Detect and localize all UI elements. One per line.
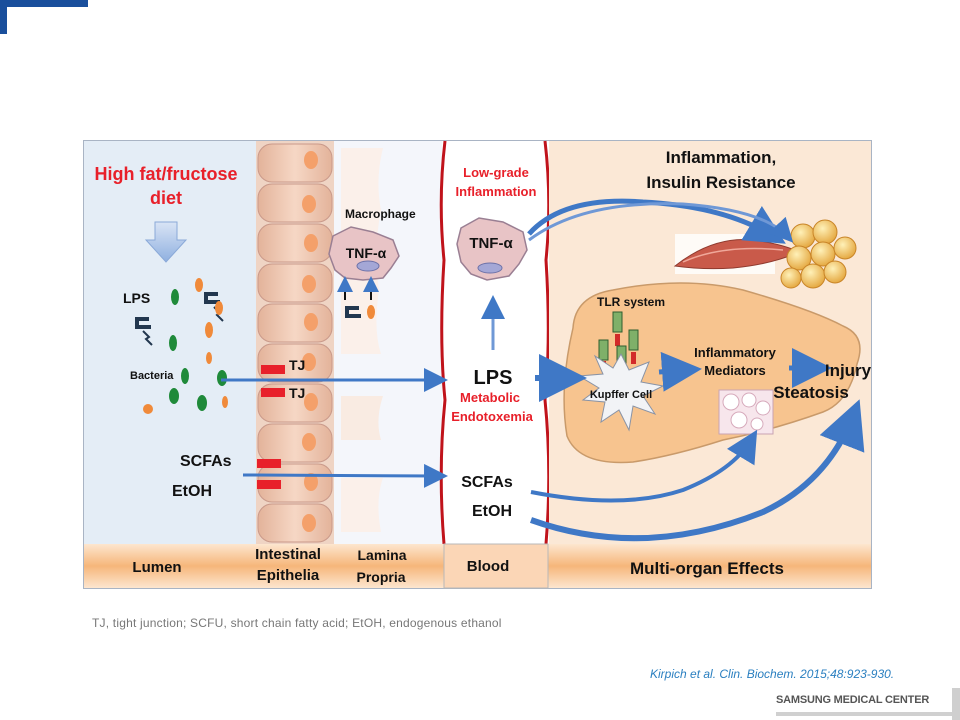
tlr-system-label: TLR system: [597, 295, 665, 309]
scfas-left-label: SCFAs: [180, 453, 232, 470]
lps-molecule-macrophage-icon: [345, 306, 361, 318]
fat-cells-icon: [780, 219, 857, 289]
low-grade-line2: Inflammation: [456, 184, 537, 199]
diet-label-line1: High fat/fructose: [94, 164, 237, 184]
scfa-transit-arrow: [242, 463, 448, 488]
tnf-to-muscle-arrow: [527, 198, 786, 244]
steatosis-tissue-icon: [718, 389, 774, 435]
tnf-to-fat-arrow: [528, 202, 794, 243]
etoh-to-steatosis-arrow: [529, 399, 865, 542]
blood-region: [444, 141, 547, 544]
mediators-line1: Inflammatory: [694, 345, 776, 360]
bottom-epithelia-line2: Epithelia: [257, 567, 320, 584]
tnf-blood-label: TNF-α: [469, 235, 513, 252]
etoh-blood-label: EtOH: [472, 503, 512, 520]
epithelial-cells: [257, 143, 333, 543]
tnf-macrophage-label: TNF-α: [346, 245, 387, 261]
bacteria-label: Bacteria: [130, 370, 174, 382]
tj-block-bottom: [261, 388, 285, 397]
low-grade-line1: Low-grade: [463, 165, 529, 180]
bottom-lamina-line2: Propria: [356, 569, 405, 585]
kupffer-to-mediators-arrow: [658, 351, 702, 392]
bottom-multi-organ-label: Multi-organ Effects: [630, 559, 784, 578]
injury-label: Injury: [825, 361, 872, 380]
brand-underline: [776, 712, 960, 716]
tj-bottom-label: TJ: [289, 385, 305, 401]
etoh-left-label: EtOH: [172, 483, 212, 500]
figure-caption: TJ, tight junction; SCFU, short chain fa…: [92, 616, 502, 630]
steatosis-label: Steatosis: [773, 383, 849, 402]
tnf-blood-cell: [456, 217, 528, 281]
bottom-lamina-line1: Lamina: [357, 547, 406, 563]
bottom-epithelia-line1: Intestinal: [255, 546, 321, 563]
citation-link[interactable]: Kirpich et al. Clin. Biochem. 2015;48:92…: [650, 667, 895, 681]
scfas-blood-label: SCFAs: [461, 474, 513, 491]
macrophage-label: Macrophage: [345, 207, 416, 221]
inflammation-line2: Insulin Resistance: [646, 173, 795, 192]
inflammation-line1: Inflammation,: [666, 148, 777, 167]
tj-top-label: TJ: [289, 357, 305, 373]
tj-block-top: [261, 365, 285, 374]
tj-block-scfa-bottom: [257, 480, 281, 489]
scfa-to-steatosis-arrow: [530, 429, 758, 503]
bacteria-icons: [143, 278, 228, 414]
mediators-line2: Mediators: [704, 363, 765, 378]
corner-accent-vertical: [0, 0, 7, 34]
lps-blood-label: LPS: [474, 367, 513, 389]
corner-accent-horizontal: [0, 0, 88, 7]
diet-down-arrow: [144, 221, 188, 263]
gut-liver-diagram: High fat/fructose diet LPS Bacteria Macr…: [83, 140, 872, 589]
brand-label: SAMSUNG MEDICAL CENTER: [776, 694, 930, 706]
lps-left-label: LPS: [123, 290, 150, 306]
brand-bar: [952, 688, 960, 720]
metabolic-line2: Endotoxemia: [451, 409, 533, 424]
diet-label-line2: diet: [150, 188, 182, 208]
lps-molecule-icons: [135, 292, 224, 346]
bottom-lumen-label: Lumen: [132, 559, 181, 576]
kupffer-cell-label: Kupffer Cell: [590, 389, 652, 401]
macrophage-cell: [328, 226, 400, 281]
metabolic-line1: Metabolic: [460, 390, 520, 405]
tj-block-scfa-top: [257, 459, 281, 468]
kupffer-cell: [577, 352, 665, 432]
bottom-blood-label: Blood: [467, 558, 510, 575]
